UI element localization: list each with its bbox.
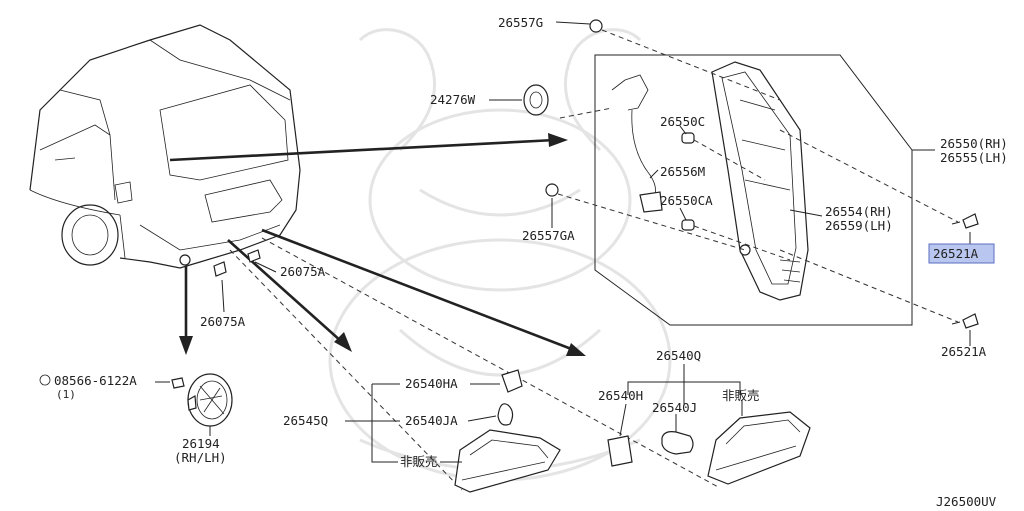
label-26075A-left[interactable]: 26075A [200, 314, 246, 329]
label-26545Q[interactable]: 26545Q [283, 413, 328, 428]
label-leaders [155, 21, 971, 463]
label-26521A[interactable]: 26521A [941, 344, 987, 359]
label-26540JA[interactable]: 26540JA [405, 413, 458, 428]
label-08566-qty: (1) [56, 388, 76, 401]
tail-lamp-housing [711, 61, 809, 301]
label-26554RH[interactable]: 26554(RH) [825, 204, 893, 219]
label-08566-6122A[interactable]: 08566-6122A [54, 373, 137, 388]
screw-symbol-icon [39, 374, 51, 386]
label-26559LH[interactable]: 26559(LH) [825, 218, 893, 233]
label-24276W[interactable]: 24276W [430, 92, 476, 107]
label-26556M[interactable]: 26556M [660, 164, 705, 179]
tail-lamp-assembly-box [594, 54, 935, 326]
reverse-lamp-left [454, 369, 561, 493]
label-26194[interactable]: 26194 [182, 436, 220, 451]
label-26540J[interactable]: 26540J [652, 400, 697, 415]
label-26540HA[interactable]: 26540HA [405, 376, 458, 391]
label-26550RH[interactable]: 26550(RH) [940, 136, 1008, 151]
label-26550C[interactable]: 26550C [660, 114, 705, 129]
dashed-leaders [229, 29, 959, 491]
label-not-sold-right: 非販売 [722, 388, 760, 403]
vehicle-rear-outline [29, 24, 301, 269]
side-marker-lamp [187, 373, 233, 427]
label-not-sold-left: 非販売 [400, 454, 438, 469]
part-labels: 26557G 24276W 26550C 26556M 26550CA 2655… [54, 15, 1008, 509]
label-26555LH[interactable]: 26555(LH) [940, 150, 1008, 165]
label-26557GA[interactable]: 26557GA [522, 228, 575, 243]
lamp-harness [559, 74, 695, 231]
label-26521A-highlighted[interactable]: 26521A [933, 246, 979, 261]
label-26194-side: (RH/LH) [174, 450, 227, 465]
label-26075A-right[interactable]: 26075A [280, 264, 326, 279]
diagram-code: J26500UV [936, 494, 997, 509]
label-26540Q[interactable]: 26540Q [656, 348, 701, 363]
label-26557G[interactable]: 26557G [498, 15, 543, 30]
reverse-lamp-right [607, 411, 811, 485]
highlight-26521A[interactable] [928, 243, 995, 264]
label-26550CA[interactable]: 26550CA [660, 193, 713, 208]
label-26540H[interactable]: 26540H [598, 388, 643, 403]
small-parts [171, 19, 979, 389]
location-arrows [169, 133, 586, 356]
